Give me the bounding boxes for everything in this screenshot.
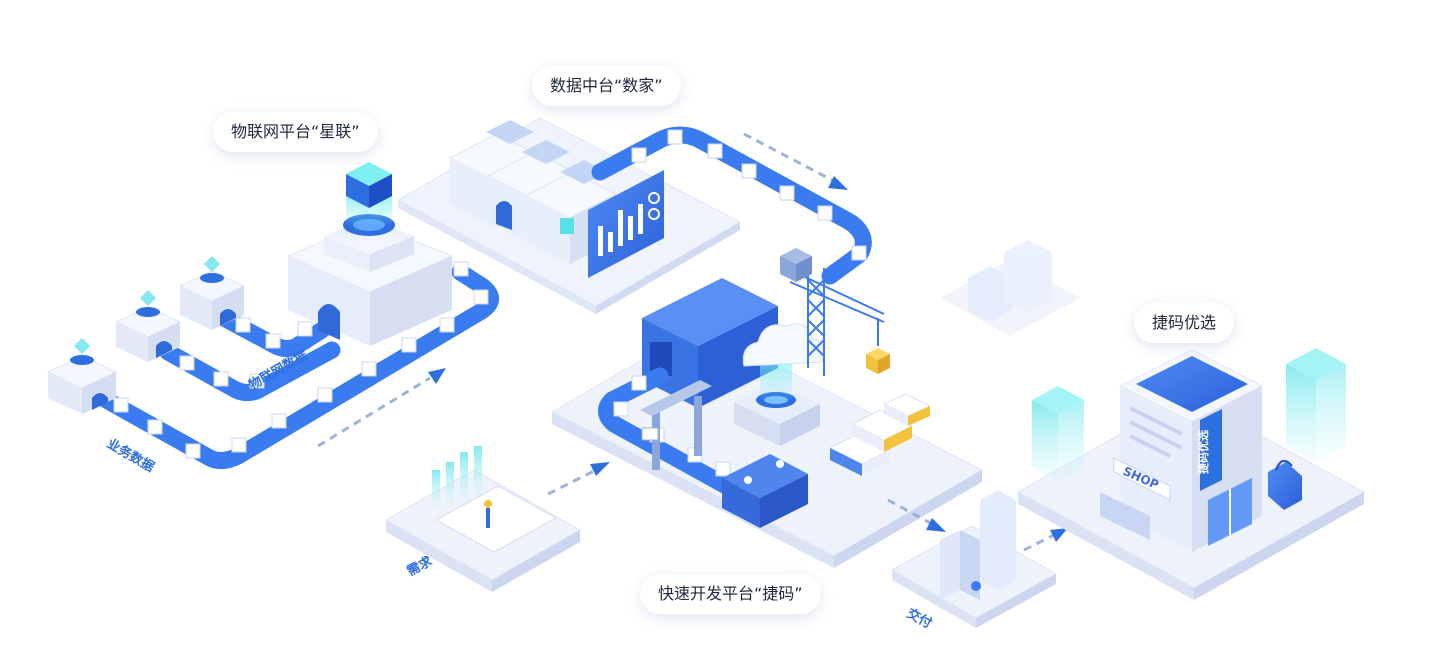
- arrow-head-icon: [1050, 528, 1068, 542]
- iot-platform-callout: 物联网平台“星联”: [213, 112, 378, 152]
- product-stack: [828, 393, 932, 476]
- crane-package: [866, 348, 890, 374]
- dev-platform-section: [550, 248, 984, 568]
- store-building: [1100, 349, 1264, 552]
- glow-tower-right: [1286, 348, 1346, 462]
- crane-counterweight: [780, 248, 812, 282]
- sensor-box-2: [114, 290, 182, 362]
- factory-belt: [598, 367, 739, 497]
- server-blocks: [448, 120, 618, 264]
- cloud-server: [734, 323, 825, 446]
- background-buildings: [940, 240, 1080, 336]
- shopping-bag-icon: [1268, 459, 1302, 510]
- sensor-box-1: [46, 338, 118, 414]
- arrow-head-icon: [828, 176, 848, 190]
- scanner-gate: [640, 380, 712, 470]
- belt-cubes-top: [631, 129, 867, 261]
- arrow-head-icon: [590, 462, 610, 476]
- crane: [789, 260, 885, 376]
- store-callout: 捷码优选: [1134, 303, 1235, 343]
- dev-platform-callout: 快速开发平台“捷码”: [640, 574, 821, 614]
- arrow-head-icon: [428, 368, 446, 384]
- delivery-label: 交付: [904, 605, 934, 631]
- data-platform-section: [396, 117, 872, 314]
- business-data-label: 业务数据: [104, 436, 157, 476]
- flow-arrow-data: [743, 132, 833, 182]
- store-section: 捷码优选 SHOP: [1016, 348, 1366, 600]
- output-machine: [722, 454, 808, 528]
- data-platform-callout: 数据中台“数家”: [532, 66, 681, 106]
- store-sign-vertical: 捷码优选: [1196, 430, 1210, 474]
- sensor-box-3: [178, 256, 246, 330]
- belt-cubes-left: [113, 261, 489, 459]
- arrow-head-icon: [926, 518, 946, 532]
- dashboard-screen: [588, 170, 664, 278]
- flow-arrow-business: [317, 376, 431, 448]
- demand-section: 需求: [384, 446, 610, 592]
- iot-platform-building: [286, 162, 454, 346]
- glow-tower-left: [1032, 386, 1084, 482]
